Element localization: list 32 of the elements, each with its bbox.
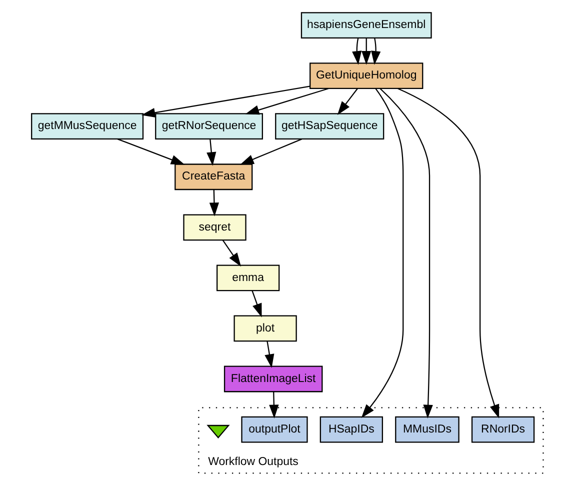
node-box: getMMusSequence: [30, 113, 144, 140]
node-box: outputPlot: [240, 416, 308, 443]
arrow: [208, 190, 219, 216]
arrow: [244, 88, 328, 115]
node-box: MMusIDs: [394, 416, 459, 443]
node-box: HSapIDs: [319, 416, 383, 443]
arrow: [140, 86, 310, 118]
arrow: [396, 88, 499, 418]
arrow: [360, 88, 404, 418]
node-box: GetUniqueHomolog: [309, 62, 423, 90]
node-box: getHSapSequence: [274, 113, 384, 140]
arrow: [352, 38, 362, 65]
node-box: seqret: [182, 214, 246, 241]
node-triangle: [206, 424, 230, 438]
arrow: [239, 138, 302, 165]
arrow: [379, 88, 432, 419]
node-box: emma: [216, 264, 280, 292]
arrow: [336, 88, 358, 116]
node-box: plot: [233, 315, 296, 342]
arrow: [116, 138, 184, 165]
node-box: CreateFasta: [174, 164, 252, 190]
arrow: [264, 341, 274, 368]
node-box: FlattenImageList: [223, 366, 322, 392]
arrow: [222, 240, 241, 267]
arrow: [251, 290, 262, 318]
node-box: hsapiensGeneEnsembl: [300, 12, 432, 38]
arrow: [361, 38, 371, 65]
arrow: [268, 392, 278, 419]
node-box: getRNorSequence: [154, 113, 262, 140]
arrow: [206, 139, 216, 166]
node-box: RNorIDs: [470, 416, 534, 443]
arrow: [370, 38, 380, 65]
